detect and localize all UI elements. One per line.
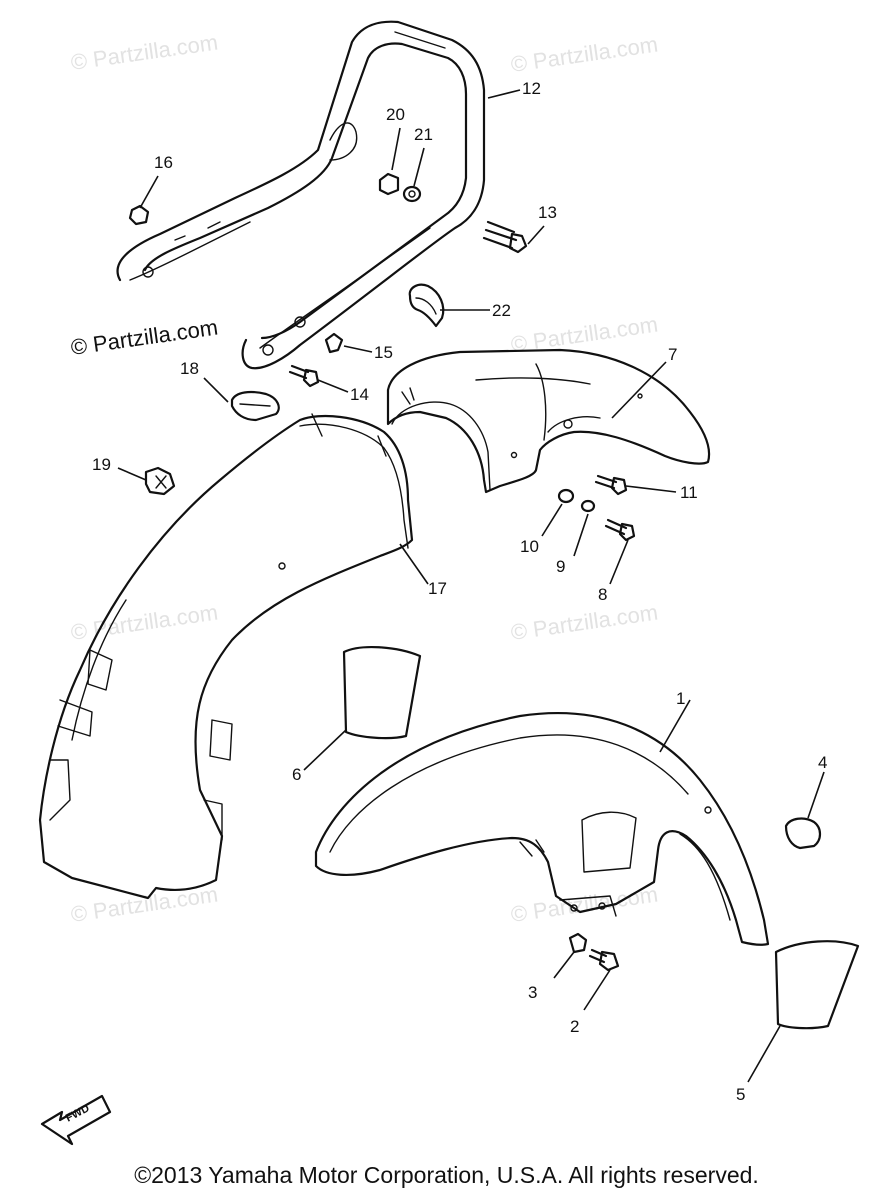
callout-12: 12 (522, 79, 541, 98)
callout-labels: 1 2 3 4 5 6 7 8 9 10 11 12 13 14 15 16 1… (92, 79, 827, 1104)
part-4-cap (784, 817, 822, 850)
callout-11: 11 (680, 483, 698, 502)
part-21-washer (402, 185, 422, 203)
callout-14: 14 (350, 385, 369, 404)
copyright-notice: ©2013 Yamaha Motor Corporation, U.S.A. A… (134, 1162, 759, 1188)
part-2-bolt (588, 948, 620, 972)
fwd-arrow-icon: FWD (40, 1094, 112, 1146)
part-17-rear-fender (38, 413, 414, 900)
callout-5: 5 (736, 1085, 745, 1104)
watermark-faint: © Partzilla.com (509, 882, 659, 927)
callout-17: 17 (428, 579, 447, 598)
part-10-washer (557, 488, 575, 504)
watermark-faint: © Partzilla.com (509, 600, 659, 645)
fwd-label: FWD (64, 1102, 92, 1124)
part-5-emblem (774, 940, 860, 1030)
leader-lines (117, 89, 825, 1083)
part-3-nut (568, 932, 588, 954)
callout-18: 18 (180, 359, 199, 378)
callout-2: 2 (570, 1017, 579, 1036)
part-15-clip (324, 332, 344, 354)
callout-8: 8 (598, 585, 607, 604)
callout-20: 20 (386, 105, 405, 124)
part-8-bolt (604, 518, 636, 542)
watermark-main: © Partzilla.com (69, 315, 219, 360)
part-12-grab-bar (116, 20, 486, 370)
callout-16: 16 (154, 153, 173, 172)
callout-7: 7 (668, 345, 677, 364)
callout-19: 19 (92, 455, 111, 474)
watermark-faint: © Partzilla.com (69, 30, 219, 75)
callout-15: 15 (374, 343, 393, 362)
part-22-clamp (408, 283, 445, 328)
callout-6: 6 (292, 765, 301, 784)
part-20-nut (378, 172, 400, 196)
part-1-fender (314, 712, 770, 946)
part-14-screw (288, 364, 320, 388)
callout-1: 1 (676, 689, 685, 708)
watermark-faint: © Partzilla.com (509, 32, 659, 77)
part-7-fender (386, 348, 711, 494)
part-6-emblem (342, 645, 422, 740)
callout-3: 3 (528, 983, 537, 1002)
part-18-cap (230, 390, 280, 422)
watermark-faint: © Partzilla.com (69, 600, 219, 645)
callout-4: 4 (818, 753, 827, 772)
watermark-faint: © Partzilla.com (69, 882, 219, 927)
callout-9: 9 (556, 557, 565, 576)
callout-22: 22 (492, 301, 511, 320)
part-16-nut (128, 204, 150, 226)
callout-10: 10 (520, 537, 539, 556)
callout-13: 13 (538, 203, 557, 222)
part-9-washer (580, 499, 596, 513)
part-19-nut (144, 466, 176, 496)
part-11-bolt (594, 474, 628, 496)
part-13-bolt (482, 220, 528, 254)
callout-21: 21 (414, 125, 433, 144)
